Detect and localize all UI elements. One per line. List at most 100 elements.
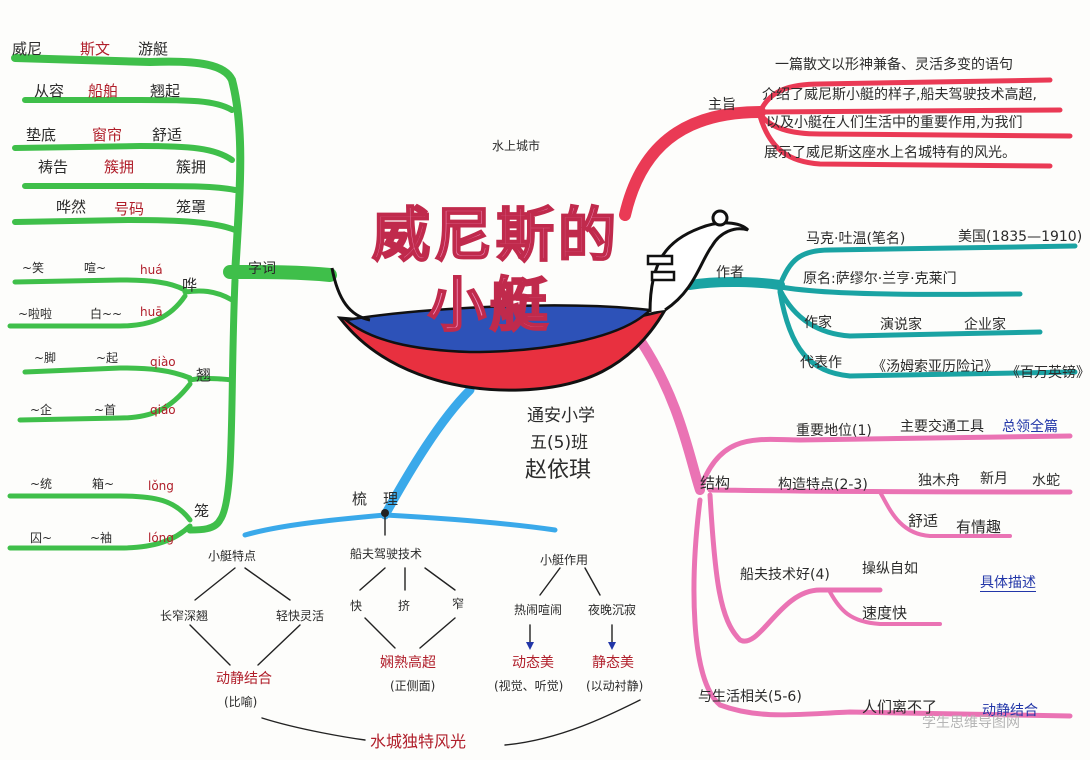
zuozhe-role-entrepreneur: 企业家 (964, 317, 1006, 333)
shuli-col1-note: (比喻) (224, 695, 258, 709)
zuozhe-label: 作者 (716, 265, 744, 281)
title-line-2: 小艇 (427, 270, 553, 340)
title-line-1: 威尼斯的 (371, 200, 621, 270)
hua-1-py: huá (140, 263, 163, 277)
shuli-col1-sub2: 轻快灵活 (276, 609, 325, 623)
jiegou-b3-item-2: 速度快 (862, 604, 908, 622)
watermark: 学生思维导图网 (922, 715, 1020, 731)
long-2-py: lóng (148, 531, 174, 545)
qiao-2-2: ~首 (94, 403, 117, 417)
shuli-col3-note1: (视觉、听觉) (494, 679, 564, 693)
shuli-col3-sub2: 夜晚沉寂 (588, 603, 637, 617)
jiegou-b1-label: 重要地位(1) (796, 423, 872, 439)
shuli-col1-result: 动静结合 (216, 671, 272, 687)
word-4-3: 簇拥 (176, 158, 207, 176)
jiegou-b4-detail: 人们离不了 (862, 698, 938, 716)
shuli-col2-sub2: 挤 (398, 599, 411, 613)
shuli-label: 梳理 (352, 490, 415, 508)
shuli-col3-head: 小艇作用 (540, 553, 589, 567)
gondola-drawing (330, 209, 750, 392)
shuli-bottom-summary: 水城独特风光 (370, 732, 467, 751)
shuli-col2-sub3: 窄 (452, 597, 465, 611)
shuli-col3-note2: (以动衬静) (586, 679, 644, 693)
jiegou-b1-note: 总领全篇 (1002, 419, 1058, 435)
zhuzhi-line-2: 介绍了威尼斯小艇的样子,船夫驾驶技术高超, (762, 87, 1037, 103)
word-4-2: 簇拥 (104, 158, 135, 176)
shuli-col3-sub1: 热闹喧闹 (514, 603, 563, 617)
jiegou-b2-item-1: 独木舟 (918, 473, 960, 489)
jiegou-b4-label: 与生活相关(5-6) (698, 689, 802, 705)
zhuzhi-line-3: 以及小艇在人们生活中的重要作用,为我们 (766, 115, 1023, 131)
green-branches (7, 54, 337, 551)
shuli-col1-sub1: 长窄深翘 (160, 609, 209, 623)
qiao-2-1: ~企 (30, 403, 53, 417)
hua-2-1: ~啦啦 (18, 307, 53, 321)
jiegou-b2-item-3: 水蛇 (1032, 473, 1060, 489)
author-school: 通安小学 (527, 406, 595, 426)
zhuzhi-label: 主旨 (708, 97, 736, 113)
qiao-2-py: qiáo (150, 403, 176, 417)
blue-branches (242, 385, 558, 538)
hua-char: 哗 (182, 276, 198, 294)
qiao-1-2: ~起 (96, 351, 119, 365)
zuozhe-work-1: 《汤姆索亚历险记》 (872, 359, 998, 375)
zhuzhi-line-4: 展示了威尼斯这座水上名城特有的风光。 (764, 145, 1016, 161)
qiao-char: 翘 (196, 366, 212, 384)
pink-branches (635, 335, 1073, 719)
zici-label: 字词 (248, 261, 276, 277)
author-class: 五(5)班 (530, 433, 589, 453)
subtitle-label: 水上城市 (492, 139, 541, 153)
zhuzhi-line-1: 一篇散文以形神兼备、灵活多变的语句 (775, 57, 1013, 73)
red-branches (619, 77, 1073, 221)
long-2-1: 囚~ (30, 531, 53, 545)
word-5-3: 笼罩 (176, 198, 207, 216)
zuozhe-role-writer: 作家 (804, 315, 832, 331)
tree-lines (189, 514, 641, 746)
shuli-col2-note: (正侧面) (390, 679, 436, 693)
word-2-3: 翘起 (150, 82, 181, 100)
zuozhe-pen-name: 马克·吐温(笔名) (806, 231, 906, 247)
jiegou-b2-label: 构造特点(2-3) (778, 477, 868, 493)
teal-branches (685, 243, 1078, 379)
qiao-1-py: qiào (150, 355, 176, 369)
hua-1-1: ~笑 (22, 261, 45, 275)
word-1-1: 威尼 (12, 40, 43, 58)
word-3-3: 舒适 (152, 126, 183, 144)
jiegou-b2-item-2: 新月 (980, 471, 1008, 487)
hua-1-2: 喧~ (84, 261, 107, 275)
arrowheads (526, 642, 616, 650)
shuli-col2-sub1: 快 (350, 599, 363, 613)
zuozhe-role-speaker: 演说家 (880, 317, 922, 333)
shuli-col3-result2: 静态美 (592, 655, 634, 671)
jiegou-b2-sub-1: 舒适 (908, 512, 939, 530)
word-5-1: 哗然 (56, 198, 87, 216)
jiegou-b1-detail: 主要交通工具 (900, 419, 984, 435)
jiegou-b3-note: 具体描述 (980, 575, 1036, 592)
word-1-2: 斯文 (80, 40, 111, 58)
long-2-2: ~袖 (90, 531, 113, 545)
zuozhe-work-2: 《百万英镑》 (1006, 365, 1090, 381)
jiegou-b3-item-1: 操纵自如 (862, 561, 918, 577)
word-3-2: 窗帘 (92, 126, 123, 144)
jiegou-label: 结构 (700, 474, 731, 492)
jiegou-b2-sub-2: 有情趣 (956, 518, 1002, 536)
word-4-1: 祷告 (38, 158, 69, 176)
long-1-2: 箱~ (92, 477, 115, 491)
long-1-py: lǒng (148, 479, 174, 493)
jiegou-b4-note: 动静结合 (982, 703, 1038, 719)
author-name: 赵依琪 (525, 458, 592, 483)
zuozhe-real-name: 原名:萨缪尔·兰亨·克莱门 (803, 271, 957, 287)
qiao-1-1: ~脚 (34, 351, 57, 365)
hua-2-py: huā (140, 305, 163, 319)
jiegou-b3-label: 船夫技术好(4) (740, 567, 830, 583)
zuozhe-works-label: 代表作 (800, 355, 842, 371)
word-1-3: 游艇 (138, 40, 169, 58)
long-1-1: ~统 (30, 477, 53, 491)
word-3-1: 垫底 (26, 126, 57, 144)
shuli-col2-result: 娴熟高超 (380, 655, 436, 671)
hua-2-2: 白~~ (90, 307, 123, 321)
shuli-col2-head: 船夫驾驶技术 (350, 547, 423, 561)
long-char: 笼 (194, 502, 210, 520)
